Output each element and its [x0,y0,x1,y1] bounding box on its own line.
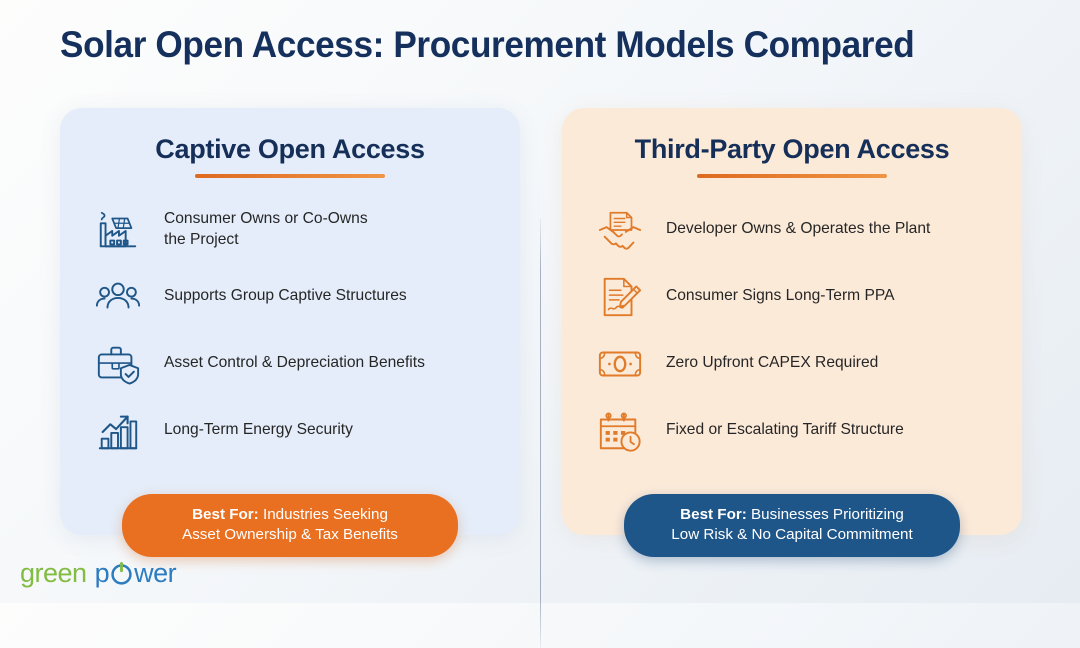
best-for-badge-captive: Best For: Industries Seeking Asset Owner… [122,493,458,557]
title-underline-right [697,174,887,178]
calendar-clock-icon [596,407,644,455]
growth-bar-chart-arrow-icon [94,407,142,455]
logo-word-power-wer: wer [134,558,177,588]
list-item-label: Developer Owns & Operates the Plant [666,220,931,238]
list-item-label: Consumer Owns or Co-Owns the Project [164,209,368,248]
list-item-label: Fixed or Escalating Tariff Structure [666,421,904,439]
list-item: Consumer Owns or Co-Owns the Project [60,196,520,263]
list-item: Long-Term Energy Security [60,397,520,464]
group-people-icon [94,273,142,321]
panel-divider [540,218,541,648]
list-item: Consumer Signs Long-Term PPA [562,263,1022,330]
best-for-text: Businesses Prioritizing Low Risk & No Ca… [671,505,913,544]
briefcase-shield-check-icon [94,340,142,388]
list-item-label: Asset Control & Depreciation Benefits [164,354,425,372]
panel-title-third-party: Third-Party Open Access [634,134,950,164]
best-for-prefix: Best For: [192,505,259,523]
logo-word-green: green [20,558,87,588]
banknote-zero-icon [596,340,644,388]
solar-factory-icon [94,206,142,254]
document-signature-pen-icon [596,273,644,321]
best-for-prefix: Best For: [680,505,747,523]
best-for-text: Industries Seeking Asset Ownership & Tax… [182,505,398,544]
list-item-label: Consumer Signs Long-Term PPA [666,287,895,305]
panel-third-party-open-access: Third-Party Open Access [562,108,1022,557]
title-underline-left [195,174,385,178]
page-title: Solar Open Access: Procurement Models Co… [60,24,915,65]
power-button-icon [110,562,133,585]
list-item: Supports Group Captive Structures [60,263,520,330]
brand-logo: green p wer [20,558,177,589]
list-item-label: Long-Term Energy Security [164,421,353,439]
list-item-label: Supports Group Captive Structures [164,287,407,305]
list-item: Zero Upfront CAPEX Required [562,330,1022,397]
list-item-label: Zero Upfront CAPEX Required [666,354,879,372]
comparison-panels: Captive Open Access [0,108,1080,648]
feature-list-third-party: Developer Owns & Operates the Plant Cons… [562,196,1022,464]
list-item: Fixed or Escalating Tariff Structure [562,397,1022,464]
list-item: Developer Owns & Operates the Plant [562,196,1022,263]
feature-list-captive: Consumer Owns or Co-Owns the Project Sup… [60,196,520,464]
handshake-document-icon [596,206,644,254]
panel-captive-open-access: Captive Open Access [60,108,520,557]
logo-word-power-p: p [94,558,110,588]
best-for-badge-third-party: Best For: Businesses Prioritizing Low Ri… [624,493,960,557]
panel-title-captive: Captive Open Access [155,134,425,164]
list-item: Asset Control & Depreciation Benefits [60,330,520,397]
